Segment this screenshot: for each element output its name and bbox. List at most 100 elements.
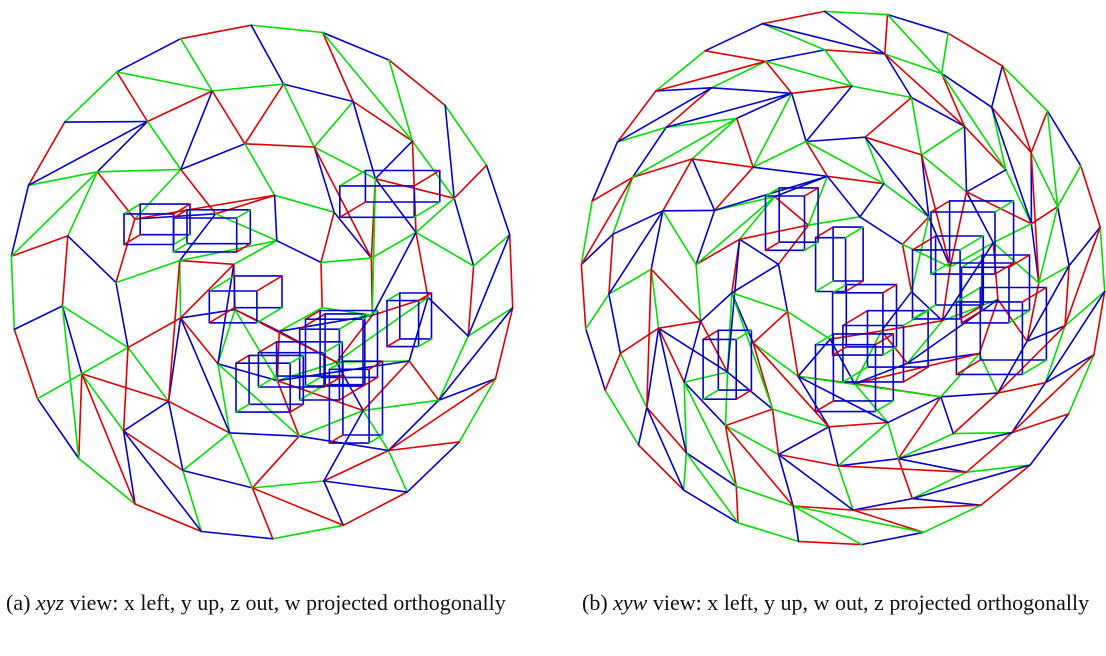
- wire-edge: [298, 409, 365, 438]
- wire-edge: [882, 346, 898, 356]
- wire-edge: [790, 92, 807, 143]
- wire-edge: [612, 176, 634, 235]
- wire-edge: [61, 305, 129, 349]
- wire-edge: [920, 154, 952, 268]
- wire-edge: [167, 259, 181, 403]
- wire-edge: [807, 216, 861, 226]
- caption-b-view: xyw: [613, 590, 648, 615]
- wire-edge: [952, 392, 999, 435]
- wire-edge: [386, 338, 401, 348]
- wire-edge: [853, 352, 981, 385]
- wire-edge: [458, 377, 497, 443]
- wire-edge: [814, 333, 835, 346]
- wire-edge: [352, 100, 414, 142]
- wire-edge: [10, 235, 69, 258]
- wire-edge: [122, 400, 170, 432]
- wire-edge: [860, 531, 925, 546]
- wire-edge: [182, 432, 231, 472]
- wire-edge: [761, 22, 886, 55]
- wire-edge: [805, 136, 867, 143]
- wire-edge: [952, 431, 1013, 435]
- wire-edge: [803, 187, 819, 197]
- wire-edge: [777, 453, 855, 511]
- wire-edge: [208, 275, 236, 292]
- wire-edge: [342, 491, 409, 527]
- wire-edge: [179, 263, 235, 319]
- wire-edge: [67, 235, 117, 284]
- wire-edge: [786, 310, 799, 378]
- wire-edge: [134, 168, 182, 220]
- wire-edge: [313, 146, 377, 180]
- wire-edge: [949, 191, 968, 268]
- wire-edge: [167, 317, 182, 403]
- wire-edge: [172, 203, 191, 215]
- wire-edge: [27, 171, 99, 187]
- wire-edge: [251, 435, 300, 489]
- wire-edge: [417, 292, 433, 302]
- wire-edge: [228, 432, 254, 489]
- wire-edge: [996, 381, 1047, 394]
- wire-edge: [963, 125, 968, 193]
- wire-edge: [930, 200, 951, 213]
- wire-edge: [10, 255, 16, 331]
- wire-edge: [797, 375, 830, 428]
- wire-edge: [837, 457, 900, 467]
- wire-edge: [713, 166, 754, 212]
- wire-edge: [374, 177, 417, 234]
- wire-edge: [1021, 286, 1048, 303]
- wire-edge: [883, 53, 943, 75]
- figure-panel-a: [0, 0, 530, 560]
- wire-edge: [167, 400, 231, 434]
- wire-edge: [1004, 169, 1033, 225]
- wire-edge: [362, 399, 440, 412]
- wire-edge: [880, 319, 944, 332]
- wire-edge: [235, 403, 250, 413]
- wire-edge: [805, 85, 853, 143]
- wire-edge: [955, 359, 982, 376]
- wire-edge: [1046, 110, 1082, 167]
- wire-edge: [859, 216, 904, 246]
- wire-edge: [797, 540, 863, 546]
- wire-edge: [738, 238, 780, 266]
- wire-edge: [792, 505, 863, 546]
- wire-edge: [127, 317, 182, 349]
- wire-edge: [200, 530, 274, 540]
- wire-edge: [1064, 290, 1106, 327]
- wire-edge: [289, 354, 305, 365]
- wire-edge: [844, 280, 864, 293]
- wire-edge: [387, 399, 440, 452]
- wire-edge: [591, 141, 619, 202]
- caption-b: (b) xyw view: x left, y up, w out, z pro…: [582, 588, 1102, 618]
- wire-edge: [217, 362, 231, 434]
- wire-edge: [304, 376, 321, 387]
- wire-edge: [1044, 324, 1066, 384]
- wire-edge: [36, 372, 83, 400]
- wire-edge: [276, 361, 338, 382]
- wire-edge: [864, 136, 930, 218]
- wire-edge: [901, 243, 913, 293]
- wire-edge: [467, 265, 475, 337]
- wire-edge: [320, 211, 335, 264]
- wire-edge: [657, 327, 729, 373]
- wire-edge: [273, 194, 278, 242]
- wire-edge: [1056, 165, 1082, 208]
- wire-edge: [275, 239, 322, 264]
- wire-edge: [1029, 413, 1070, 466]
- wire-edge: [437, 335, 470, 402]
- wire-edge: [134, 503, 203, 533]
- wire-edge: [906, 352, 981, 365]
- wire-edge: [591, 176, 634, 202]
- wire-edge: [1030, 205, 1059, 225]
- wire-edge: [940, 32, 949, 75]
- wire-edge: [282, 83, 316, 148]
- wire-edge: [710, 60, 767, 89]
- wire-edge: [831, 283, 848, 294]
- wire-edge: [646, 327, 660, 409]
- wire-edge: [122, 346, 129, 432]
- wire-edge: [604, 389, 640, 446]
- wire-edge: [724, 424, 794, 507]
- wire-edge: [362, 376, 379, 387]
- wire-edge: [608, 293, 622, 355]
- wire-edge: [965, 191, 1033, 225]
- wire-edge: [115, 259, 181, 284]
